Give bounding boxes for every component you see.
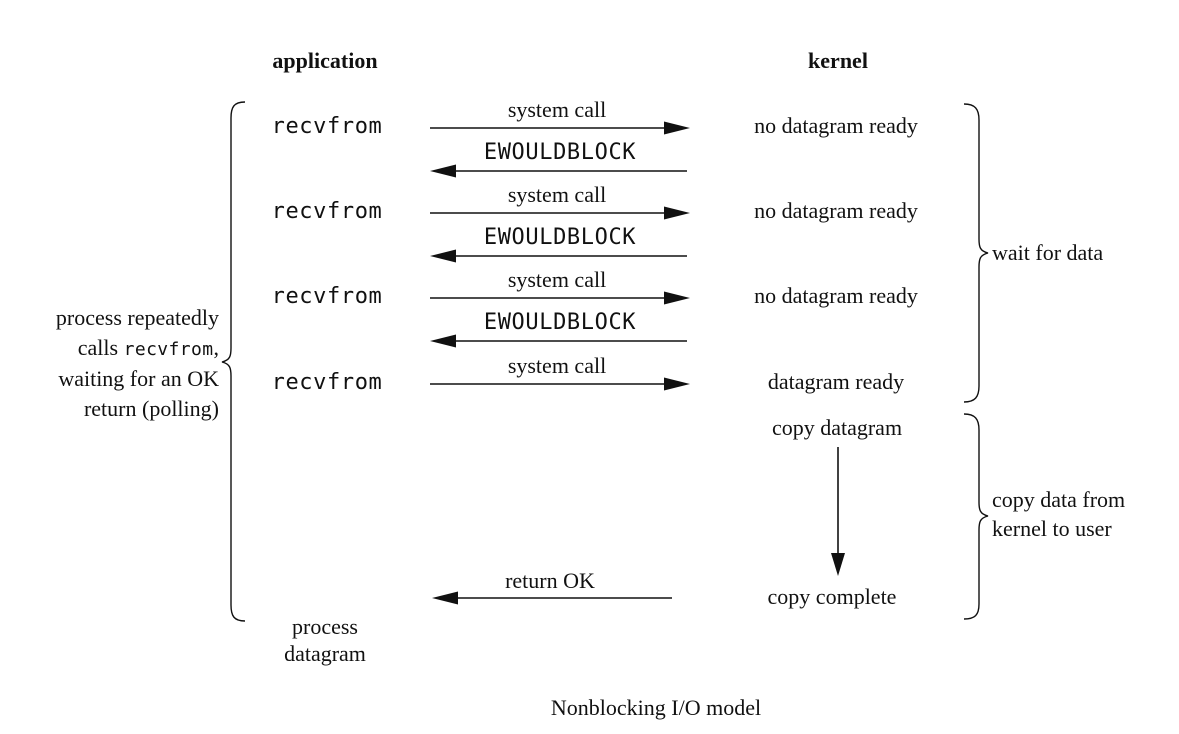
kernel-state-copy-complete: copy complete <box>767 584 897 609</box>
arrow-system-call-4 <box>430 377 690 391</box>
ewouldblock-label-1: EWOULDBLOCK <box>483 140 637 165</box>
polling-note-line2: calls recvfrom, <box>77 334 219 360</box>
kernel-state-2: no datagram ready <box>754 198 918 223</box>
arrow-system-call-3 <box>430 291 690 305</box>
system-call-label-2: system call <box>507 182 607 207</box>
recvfrom-call-1: recvfrom <box>271 114 383 139</box>
copy-data-brace <box>963 413 989 620</box>
kernel-state-datagram-ready: datagram ready <box>767 369 905 394</box>
kernel-column-header: kernel <box>808 48 868 73</box>
arrow-system-call-1 <box>430 121 690 135</box>
wait-for-data-brace <box>963 103 989 403</box>
polling-note-line1: process repeatedly <box>55 305 219 330</box>
arrow-ewouldblock-2 <box>430 249 687 263</box>
system-call-label-4: system call <box>507 353 607 378</box>
recvfrom-call-2: recvfrom <box>271 199 383 224</box>
figure-caption: Nonblocking I/O model <box>550 695 762 720</box>
arrow-ewouldblock-1 <box>430 164 687 178</box>
arrow-ewouldblock-3 <box>430 334 687 348</box>
arrow-return-ok <box>432 591 672 605</box>
wait-for-data-label: wait for data <box>992 240 1104 265</box>
process-datagram-line2: datagram <box>284 641 366 666</box>
arrow-system-call-2 <box>430 206 690 220</box>
copy-data-label-line1: copy data from <box>992 487 1126 512</box>
system-call-label-3: system call <box>507 267 607 292</box>
kernel-state-1: no datagram ready <box>754 113 918 138</box>
recvfrom-inline-code: recvfrom <box>123 338 214 360</box>
process-datagram-line1: process <box>292 614 358 639</box>
polling-note-line3: waiting for an OK <box>58 366 219 391</box>
kernel-state-copy-datagram: copy datagram <box>771 415 903 440</box>
polling-note-line4: return (polling) <box>83 395 219 421</box>
arrow-copy-down <box>831 447 845 576</box>
left-brace <box>221 101 246 622</box>
recvfrom-call-3: recvfrom <box>271 284 383 309</box>
kernel-state-3: no datagram ready <box>754 283 918 308</box>
polling-note: process repeatedly calls recvfrom, waiti… <box>56 303 219 423</box>
recvfrom-call-4: recvfrom <box>271 370 383 395</box>
ewouldblock-label-2: EWOULDBLOCK <box>483 225 637 250</box>
system-call-label-1: system call <box>507 97 607 122</box>
copy-data-label-line2: kernel to user <box>992 516 1112 541</box>
return-ok-label: return OK <box>505 568 595 593</box>
application-column-header: application <box>272 48 378 73</box>
ewouldblock-label-3: EWOULDBLOCK <box>483 310 637 335</box>
